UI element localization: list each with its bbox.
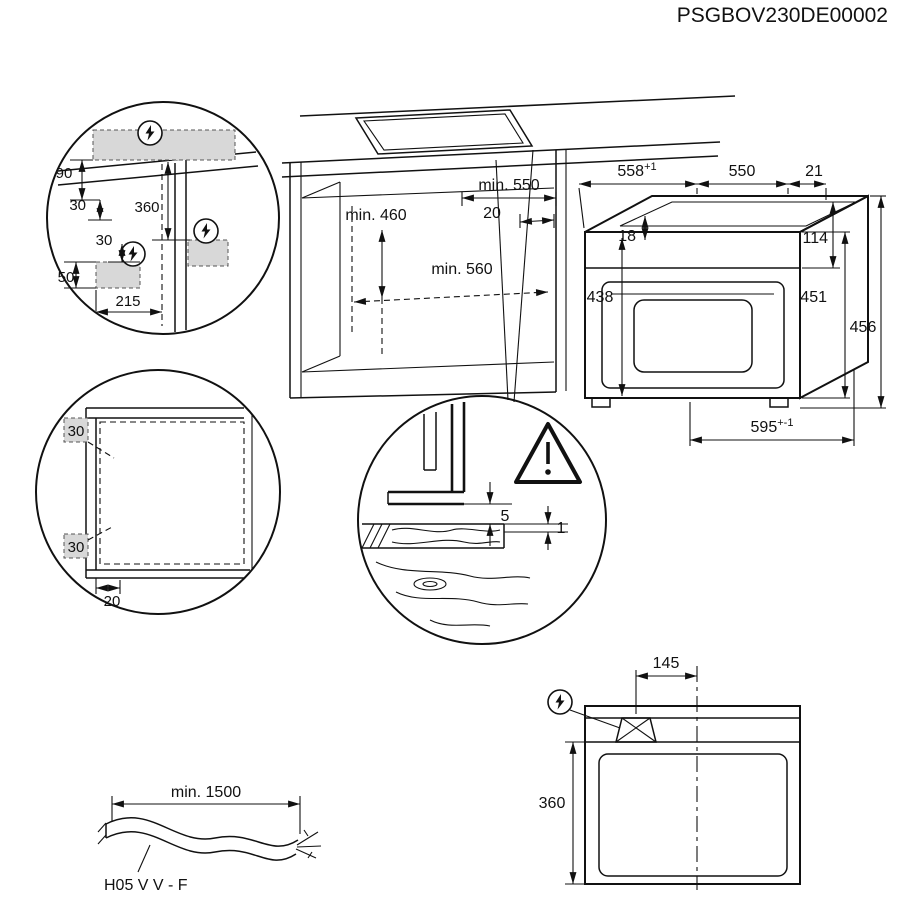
cable-type-label: H05 V V - F	[104, 877, 188, 894]
oven-front-face	[584, 231, 801, 399]
dim-30-upper: 30	[69, 197, 86, 214]
dim-114: 114	[802, 230, 828, 247]
dim-30-lower: 30	[96, 232, 113, 249]
cable-zone-mid	[187, 239, 229, 267]
dim-558: 558+1	[617, 161, 656, 180]
dim-30-bottom: 30	[68, 539, 85, 556]
fixing-zone-bottom	[63, 533, 89, 559]
dim-min1500: min. 1500	[171, 784, 241, 801]
dim-20-front: 20	[104, 593, 121, 610]
dim-558-sup: +1	[644, 161, 657, 173]
detail-circle-outline	[357, 395, 607, 645]
cable-outline	[105, 817, 299, 847]
dim-360-rear: 360	[539, 795, 566, 812]
dim-456: 456	[850, 319, 877, 336]
front-detail-circle: 30 30 20	[35, 369, 281, 615]
dim-30-top: 30	[68, 423, 85, 440]
dim-18: 18	[618, 228, 636, 245]
dim-21: 21	[805, 163, 823, 180]
oven-foot	[769, 397, 789, 408]
rear-embossing	[598, 753, 788, 877]
dim-50: 50	[58, 269, 75, 286]
dim-595: 595+-1	[751, 417, 794, 436]
dim-558-main: 558	[617, 163, 644, 180]
mains-terminal-box	[615, 717, 657, 743]
oven-top-face	[584, 195, 869, 233]
cabinet-view: min. 550 20 min. 460 min. 560	[281, 95, 736, 403]
dim-20-cabinet: 20	[483, 205, 501, 222]
dim-595-main: 595	[751, 419, 778, 436]
dim-90: 90	[56, 165, 73, 182]
warning-triangle-icon	[514, 422, 582, 484]
rear-panel	[584, 705, 801, 885]
cable-zone-top	[92, 129, 236, 161]
dim-215: 215	[115, 293, 140, 310]
niche-outline-dashed	[99, 421, 245, 565]
dim-360: 360	[134, 199, 159, 216]
dim-min460: min. 460	[345, 207, 406, 224]
detail-circle-outline	[35, 369, 281, 615]
cable-frayed-end	[295, 829, 322, 859]
gap-detail-circle: 5 1	[357, 395, 607, 645]
lightning-bolt-icon	[137, 120, 163, 146]
dim-1: 1	[557, 520, 566, 537]
dim-5: 5	[501, 508, 510, 525]
dim-min550: min. 550	[478, 177, 539, 194]
doc-code: PSGBOV230DE00002	[677, 4, 888, 27]
detail-circle-outline	[46, 101, 280, 335]
worktop-cutout	[354, 109, 534, 155]
rear-view: 145 360	[539, 655, 801, 890]
oven-right-face	[799, 194, 869, 400]
dim-451: 451	[800, 289, 827, 306]
worktop-section	[361, 523, 531, 627]
lightning-bolt-icon	[547, 689, 573, 715]
dim-550: 550	[729, 163, 756, 180]
dim-min560: min. 560	[431, 261, 492, 278]
oven-view: 558+1 550 21 18 114 438 451 456 595+-1	[578, 161, 886, 446]
oven-door-window	[633, 299, 753, 373]
dim-438: 438	[587, 289, 614, 306]
oven-foot	[591, 397, 611, 408]
dim-145: 145	[653, 655, 680, 672]
lightning-bolt-icon	[193, 218, 219, 244]
fixing-zone-top	[63, 417, 89, 443]
dim-595-sup: +-1	[777, 417, 793, 429]
mains-cable: min. 1500 H05 V V - F	[97, 784, 322, 894]
oven-door	[601, 281, 785, 389]
wall-detail-circle: 90 30 360 30 50 215	[46, 101, 280, 335]
